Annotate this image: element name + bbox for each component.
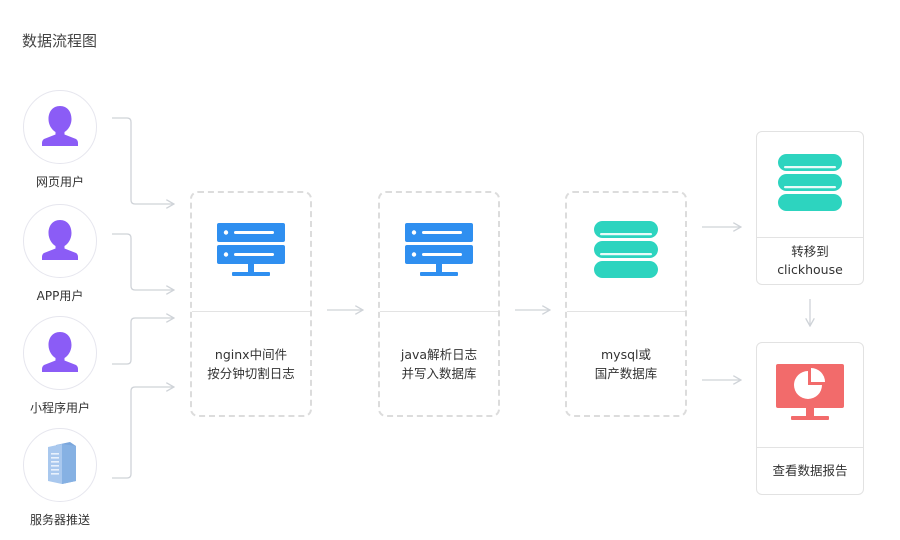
pie-chart-monitor-icon	[775, 363, 845, 427]
source-circle	[23, 316, 97, 390]
database-icon	[777, 153, 843, 217]
server-tower-icon	[42, 441, 78, 489]
source-circle	[23, 428, 97, 502]
stage-line2: 并写入数据库	[401, 366, 477, 381]
output-line2: clickhouse	[777, 262, 843, 277]
connector-server-to-nginx	[112, 387, 174, 479]
connector-web-to-nginx	[112, 117, 174, 204]
output-icon-area	[757, 132, 863, 238]
output-line1: 查看数据报告	[772, 463, 848, 478]
server-icon	[404, 221, 474, 283]
page-title: 数据流程图	[22, 32, 98, 50]
stage-line1: java解析日志	[400, 347, 478, 362]
stage-nginx: nginx中间件 按分钟切割日志	[190, 191, 312, 417]
user-icon	[40, 103, 80, 151]
stage-java: java解析日志 并写入数据库	[378, 191, 500, 417]
source-server-push: 服务器推送	[10, 428, 110, 528]
stage-icon-area	[192, 193, 310, 312]
source-miniapp-user: 小程序用户	[10, 316, 110, 416]
user-icon	[40, 217, 80, 265]
output-icon-area	[757, 343, 863, 448]
connector-miniapp-to-nginx	[112, 318, 174, 365]
stage-line2: 国产数据库	[594, 366, 658, 381]
stage-line1: mysql或	[601, 347, 651, 362]
stage-icon-area	[380, 193, 498, 312]
stage-mysql: mysql或 国产数据库	[565, 191, 687, 417]
stage-line2: 按分钟切割日志	[207, 366, 295, 381]
server-icon	[216, 221, 286, 283]
output-report: 查看数据报告	[756, 342, 864, 495]
stage-line1: nginx中间件	[214, 347, 288, 362]
source-label: 服务器推送	[29, 513, 90, 527]
stage-icon-area	[567, 193, 685, 312]
stage-text: mysql或 国产数据库	[567, 312, 685, 416]
source-web-user: 网页用户	[10, 90, 110, 190]
source-circle	[23, 90, 97, 164]
source-app-user: APP用户	[10, 204, 110, 304]
output-text: 查看数据报告	[757, 448, 863, 494]
user-icon	[40, 329, 80, 377]
output-line1: 转移到	[791, 244, 829, 259]
output-clickhouse: 转移到 clickhouse	[756, 131, 864, 285]
connector-app-to-nginx	[112, 233, 174, 290]
source-label: 网页用户	[35, 175, 84, 189]
source-label: APP用户	[36, 289, 84, 303]
output-text: 转移到 clickhouse	[757, 238, 863, 284]
source-circle	[23, 204, 97, 278]
stage-text: nginx中间件 按分钟切割日志	[192, 312, 310, 416]
database-icon	[593, 220, 659, 284]
source-label: 小程序用户	[29, 401, 90, 415]
stage-text: java解析日志 并写入数据库	[380, 312, 498, 416]
